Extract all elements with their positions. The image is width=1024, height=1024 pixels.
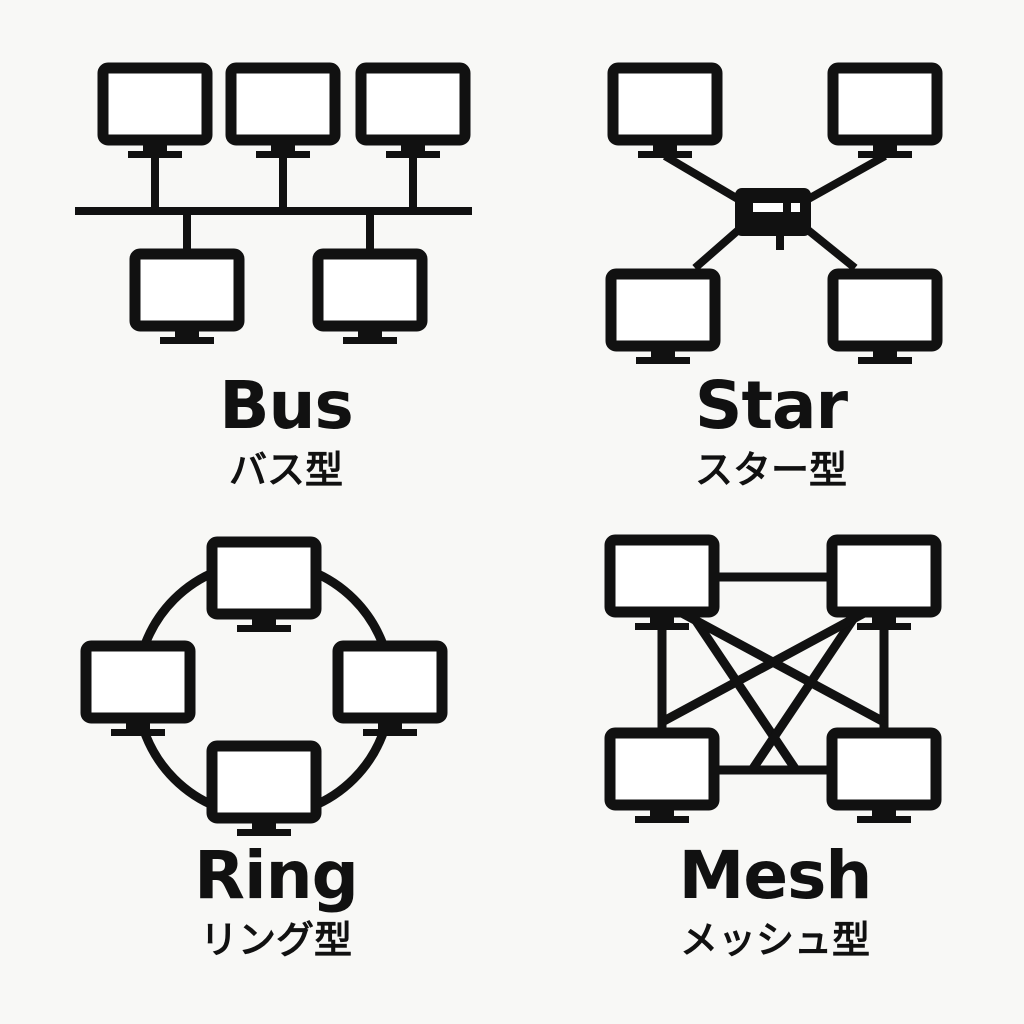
bus-computer-5	[312, 248, 428, 344]
nodes-layer	[80, 62, 943, 836]
bus-subtitle: バス型	[228, 448, 343, 492]
star-computer-2	[827, 62, 943, 158]
bus-label: Bus バス型	[30, 367, 542, 492]
ring-label: Ring リング型	[20, 837, 532, 962]
star-link-line	[692, 222, 746, 272]
star-computer-4	[827, 268, 943, 364]
mesh-link-line	[686, 609, 800, 773]
mesh-computer-2	[826, 534, 942, 630]
mesh-subtitle: メッシュ型	[679, 918, 870, 962]
mesh-computer-3	[604, 727, 720, 823]
ring-title: Ring	[194, 837, 359, 914]
mesh-computer-4	[826, 727, 942, 823]
ring-computer-right	[332, 640, 448, 736]
star-computer-3	[605, 268, 721, 364]
ring-computer-bottom	[206, 740, 322, 836]
mesh-link-line	[659, 608, 869, 726]
bus-computer-3	[355, 62, 471, 158]
star-title: Star	[694, 367, 848, 444]
mesh-link-line	[748, 609, 862, 773]
star-subtitle: スター型	[694, 448, 847, 492]
bus-computer-1	[97, 62, 213, 158]
ring-subtitle: リング型	[199, 918, 352, 962]
star-link-line	[800, 222, 858, 272]
ring-computer-left	[80, 640, 196, 736]
star-label: Star スター型	[515, 367, 1024, 492]
mesh-computer-1	[604, 534, 720, 630]
bus-title: Bus	[219, 367, 354, 444]
ring-computer-top	[206, 536, 322, 632]
mesh-label: Mesh メッシュ型	[519, 837, 1024, 962]
bus-computer-4	[129, 248, 245, 344]
bus-computer-2	[225, 62, 341, 158]
star-computer-1	[607, 62, 723, 158]
network-switch-icon	[735, 188, 811, 250]
star-link-line	[662, 152, 746, 206]
star-link-line	[801, 152, 887, 206]
mesh-title: Mesh	[678, 837, 873, 914]
mesh-link-line	[677, 608, 887, 726]
